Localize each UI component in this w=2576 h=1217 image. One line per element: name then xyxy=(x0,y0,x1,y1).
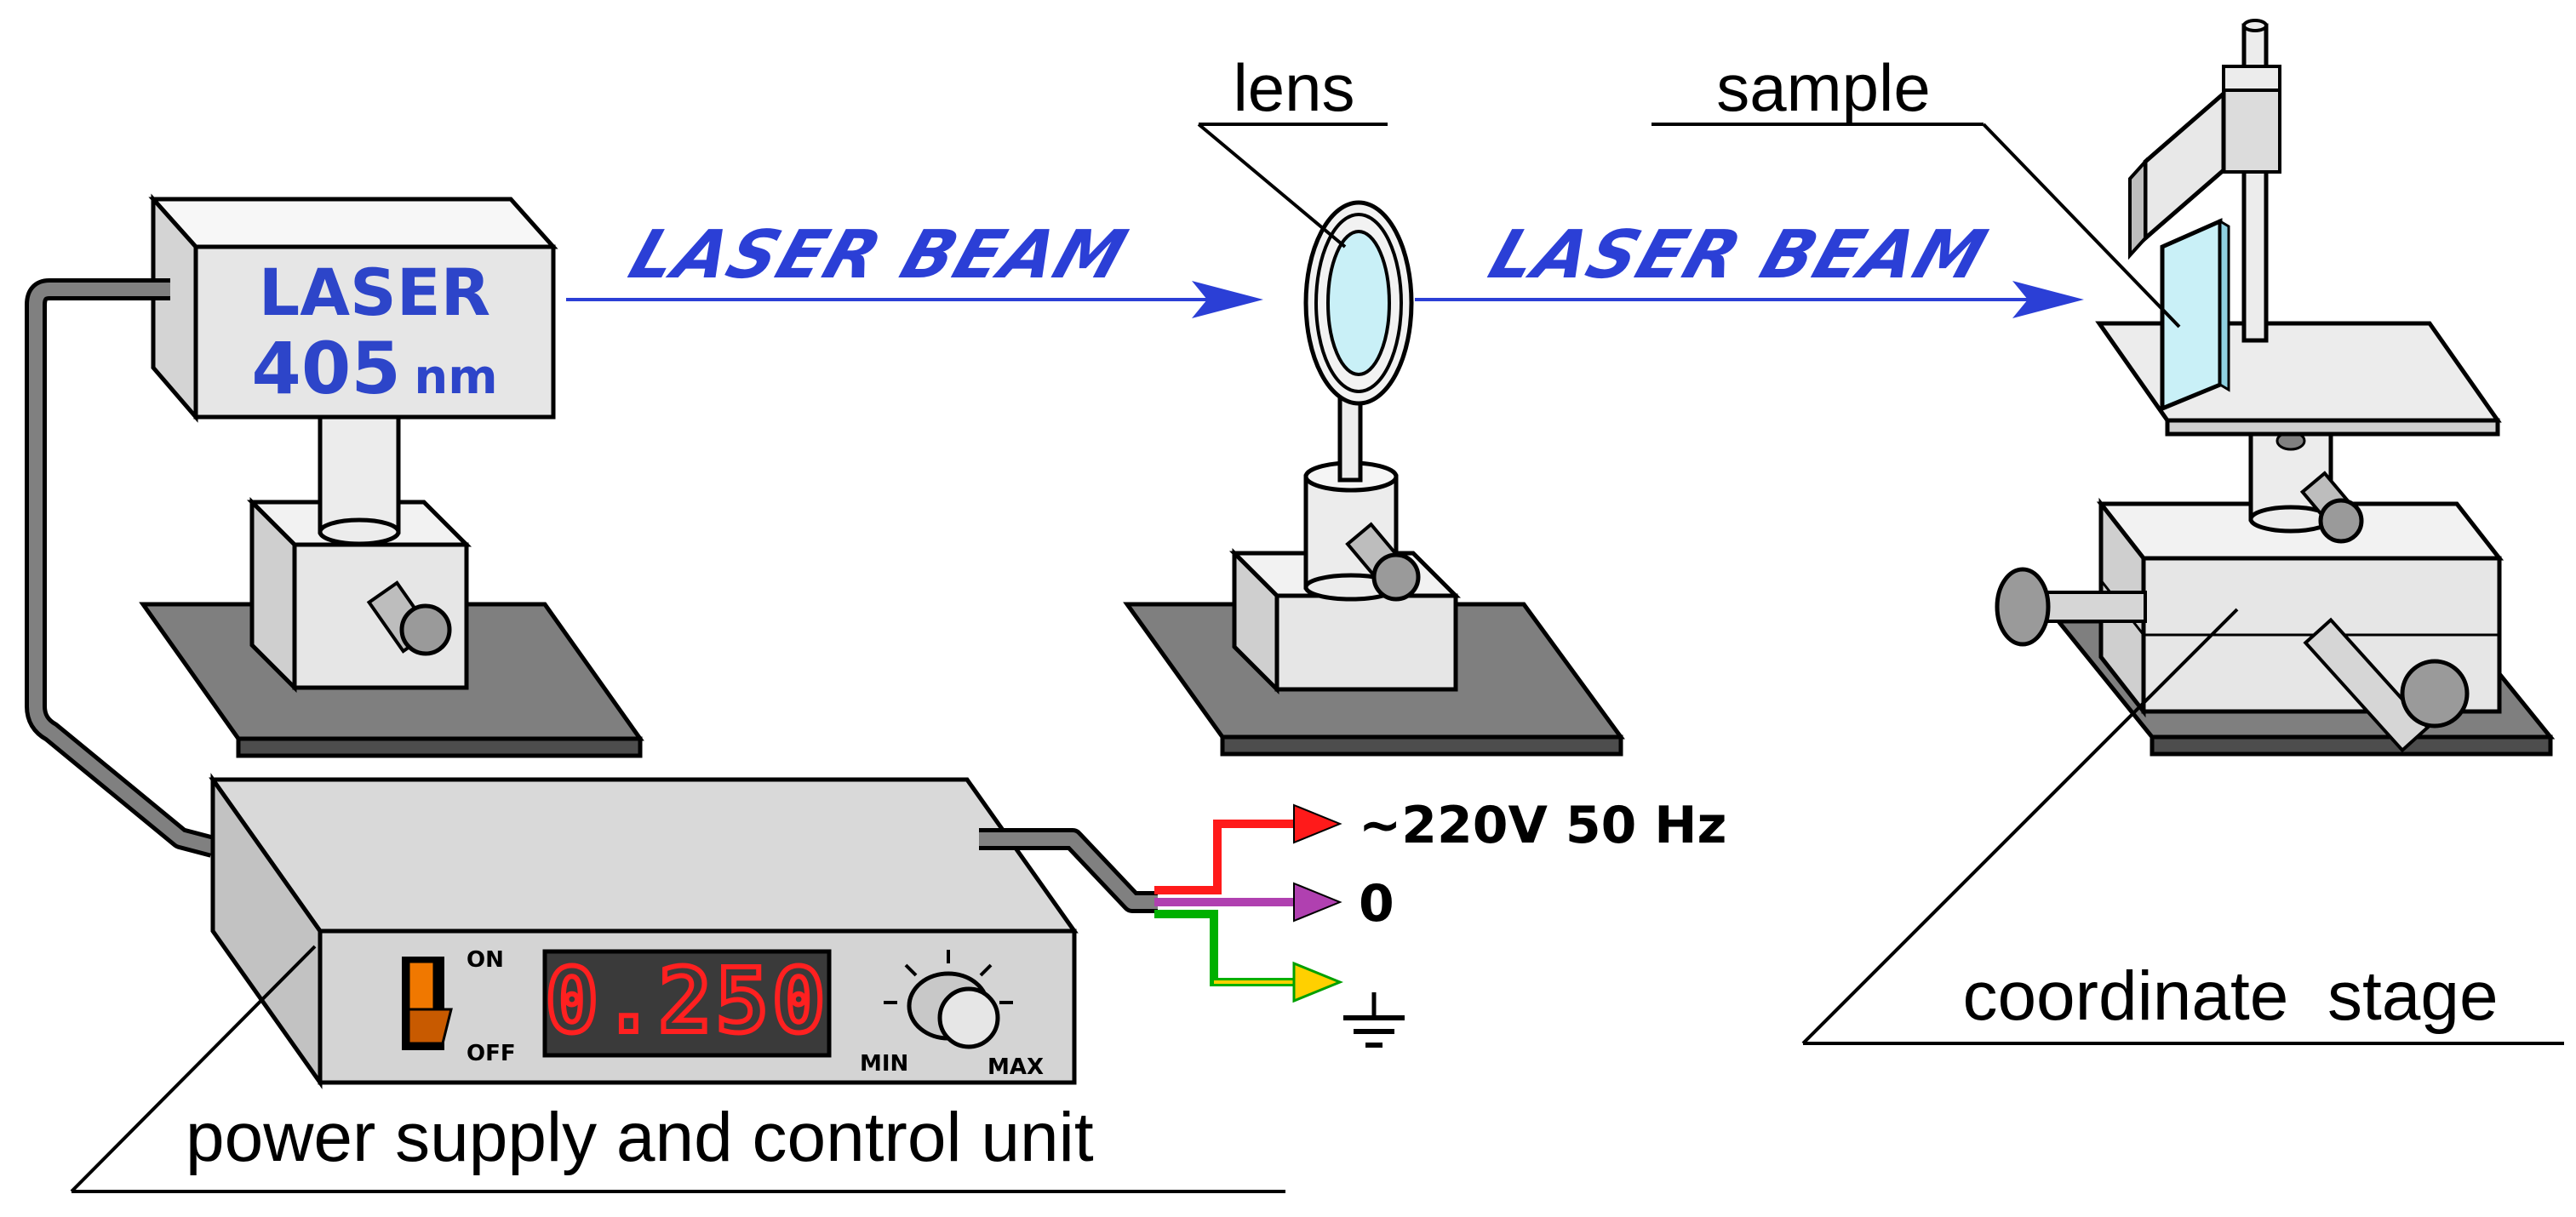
lens-glass xyxy=(1326,230,1391,376)
knob-min-label: MIN xyxy=(860,1051,908,1077)
laser-wavelength: 405 xyxy=(251,327,400,410)
ground-wire xyxy=(1154,910,1301,986)
neutral-label: 0 xyxy=(1359,874,1394,934)
lens-label: lens xyxy=(1233,50,1354,125)
stage-front-screw xyxy=(2303,617,2470,753)
laser-assembly: LASER 405 nm xyxy=(139,193,644,758)
laser-stand-knob xyxy=(366,580,452,656)
ground-symbol-icon xyxy=(1343,992,1405,1048)
beam-arrowhead-right xyxy=(2012,281,2084,318)
power-unit-label: power supply and control unit xyxy=(186,1099,1094,1176)
laser-label: LASER xyxy=(259,254,490,330)
lens-leader xyxy=(1197,123,1347,249)
beam-arrowhead-left xyxy=(1192,281,1263,318)
switch-off-label: OFF xyxy=(467,1041,516,1066)
laser-head xyxy=(193,244,556,420)
power-knob[interactable] xyxy=(884,950,1013,1049)
coordinate-stage-label: coordinate stage xyxy=(1962,957,2498,1035)
power-display-value: 0.250 xyxy=(545,949,828,1053)
power-switch[interactable] xyxy=(402,957,453,1050)
coordinate-stage-assembly xyxy=(1995,19,2556,757)
sample-label: sample xyxy=(1716,50,1930,125)
beam-label-left: LASER BEAM xyxy=(621,216,1137,294)
sample-leader xyxy=(1982,123,2181,329)
phase-wire xyxy=(1154,820,1301,894)
sample-slide xyxy=(2160,218,2223,412)
knob-max-label: MAX xyxy=(987,1054,1044,1080)
lens-assembly xyxy=(1123,200,1625,757)
switch-on-label: ON xyxy=(467,947,504,973)
power-supply-unit: ON OFF 0.250 MIN MAX xyxy=(209,773,1079,1089)
laser-wavelength-line: 405 nm xyxy=(251,327,497,410)
sample-holder-arm xyxy=(2143,89,2226,243)
power-leader xyxy=(70,945,317,1193)
laser-wavelength-unit: nm xyxy=(414,350,497,405)
stage-top-plate xyxy=(2095,321,2502,423)
beam-label-right: LASER BEAM xyxy=(1480,216,1997,294)
stage-leader xyxy=(1801,608,2239,1045)
phase-label: ~220V 50 Hz xyxy=(1359,796,1726,855)
power-display xyxy=(542,949,832,1058)
stage-left-screw xyxy=(1995,567,2147,647)
